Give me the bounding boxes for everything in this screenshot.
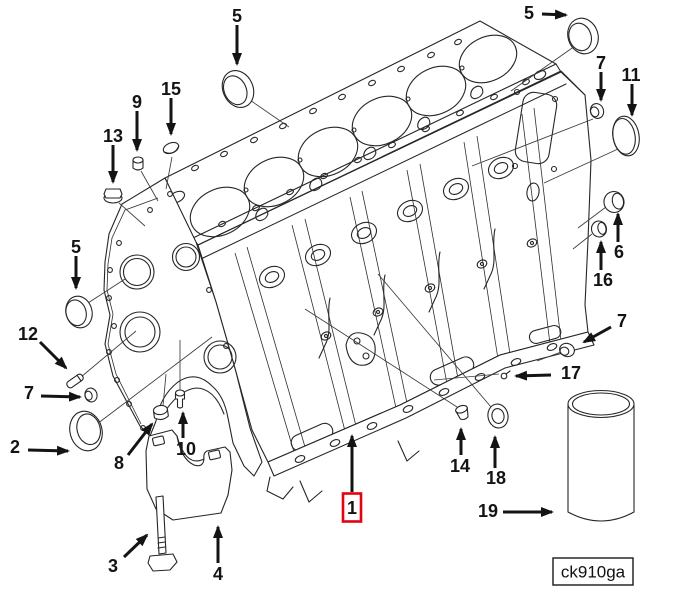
callout-label-13[interactable]: 13 [103,126,123,146]
callout-12[interactable]: 12 [18,324,68,370]
part-glyph-7-plug-left [84,387,98,403]
cylinder-bores [189,34,518,238]
callout-7[interactable]: 7 [24,383,82,403]
callout-arrow-3 [122,533,149,559]
callout-label-6[interactable]: 6 [614,242,624,262]
callout-arrow-8 [126,422,154,456]
part-glyph-4-bearing-cap [145,429,233,521]
callout-label-2[interactable]: 2 [10,437,20,457]
callout-1[interactable]: 1 [341,434,363,523]
part-glyph-8-bushing [152,404,169,421]
part-glyph-15-plug [162,141,180,155]
water-bore [171,242,201,272]
callout-label-5[interactable]: 5 [71,237,81,257]
callout-arrow-12 [38,340,68,370]
callout-18[interactable]: 18 [486,435,506,488]
callout-label-19[interactable]: 19 [478,501,498,521]
callout-13[interactable]: 13 [103,126,123,184]
callout-label-8[interactable]: 8 [114,453,124,473]
part-glyph-7-plug-top-right [589,103,605,119]
callout-19[interactable]: 19 [478,501,554,521]
part-glyph-cup-plug-right [567,17,599,55]
figure-code-label: ck910ga [561,563,626,582]
deck-bolt-holes [190,37,531,229]
part-glyph-19-liner [567,389,635,522]
part-glyph-9-bushing [132,156,144,171]
callout-3[interactable]: 3 [108,533,149,576]
part-glyph-cup-plug-left [65,295,93,329]
callout-5[interactable]: 5 [524,3,568,23]
callout-4[interactable]: 4 [213,525,223,584]
callout-10[interactable]: 10 [176,411,196,459]
callout-arrow-17 [514,370,552,381]
callout-label-15[interactable]: 15 [161,79,181,99]
callout-label-12[interactable]: 12 [18,324,38,344]
callout-7[interactable]: 7 [582,311,627,344]
callout-16[interactable]: 16 [593,240,613,290]
part-glyph-14-plug [455,404,469,421]
aux-bore [203,340,237,374]
callout-label-5[interactable]: 5 [524,3,534,23]
callout-arrow-7 [40,391,82,402]
callout-label-17[interactable]: 17 [561,363,581,383]
callout-label-1[interactable]: 1 [347,498,357,518]
part-glyph-6-plug [603,190,625,214]
part-glyph-3-bolt [147,495,178,572]
part-glyph-10-dowel-bolt [174,389,186,409]
callout-label-10[interactable]: 10 [176,439,196,459]
part-glyph-2-bushing-ring [69,410,103,452]
part-glyph-11-disc [612,115,640,157]
part-glyph-7-plug-mid-right [559,342,575,358]
callout-14[interactable]: 14 [450,427,470,476]
part-glyph-12-dowel [66,373,84,389]
callout-arrow-5 [541,9,568,20]
cam-bore [119,254,155,290]
callout-arrow-2 [27,445,70,456]
callout-label-3[interactable]: 3 [108,556,118,576]
part-glyph-18-seal-ring [487,403,509,429]
callout-6[interactable]: 6 [613,212,624,262]
block-side-face [197,70,592,463]
callout-2[interactable]: 2 [10,437,70,457]
callout-label-7[interactable]: 7 [596,53,606,73]
block-front-face [103,177,263,477]
part-glyph-17-screw [500,370,511,380]
callout-11[interactable]: 11 [621,65,641,117]
part-glyphs [65,17,640,572]
callout-label-9[interactable]: 9 [132,92,142,112]
callout-7[interactable]: 7 [596,53,606,102]
part-glyph-cup-plug-top [221,70,255,108]
callout-5[interactable]: 5 [232,6,242,66]
part-glyph-16-plug [590,220,608,238]
callout-label-5[interactable]: 5 [232,6,242,26]
callout-9[interactable]: 9 [132,92,142,152]
callout-label-4[interactable]: 4 [213,564,223,584]
figure-code: ck910ga [552,557,634,586]
callout-arrow-7 [582,325,612,344]
callout-15[interactable]: 15 [161,79,181,136]
web-legs [318,228,496,359]
part-glyph-13-hex-plug [103,188,123,204]
callout-5[interactable]: 5 [71,237,81,290]
crank-arch [161,387,225,417]
callout-label-14[interactable]: 14 [450,456,470,476]
figure-code-box [552,557,634,586]
gear-bore [119,311,161,353]
leader-lines [80,45,619,425]
callout-label-11[interactable]: 11 [621,65,640,85]
callout-label-7[interactable]: 7 [24,383,34,403]
callout-8[interactable]: 8 [114,422,154,473]
callout-highlight-box [341,492,363,523]
callout-17[interactable]: 17 [514,363,581,383]
callout-label-7[interactable]: 7 [617,311,627,331]
callout-label-18[interactable]: 18 [486,468,506,488]
callout-label-16[interactable]: 16 [593,270,613,290]
